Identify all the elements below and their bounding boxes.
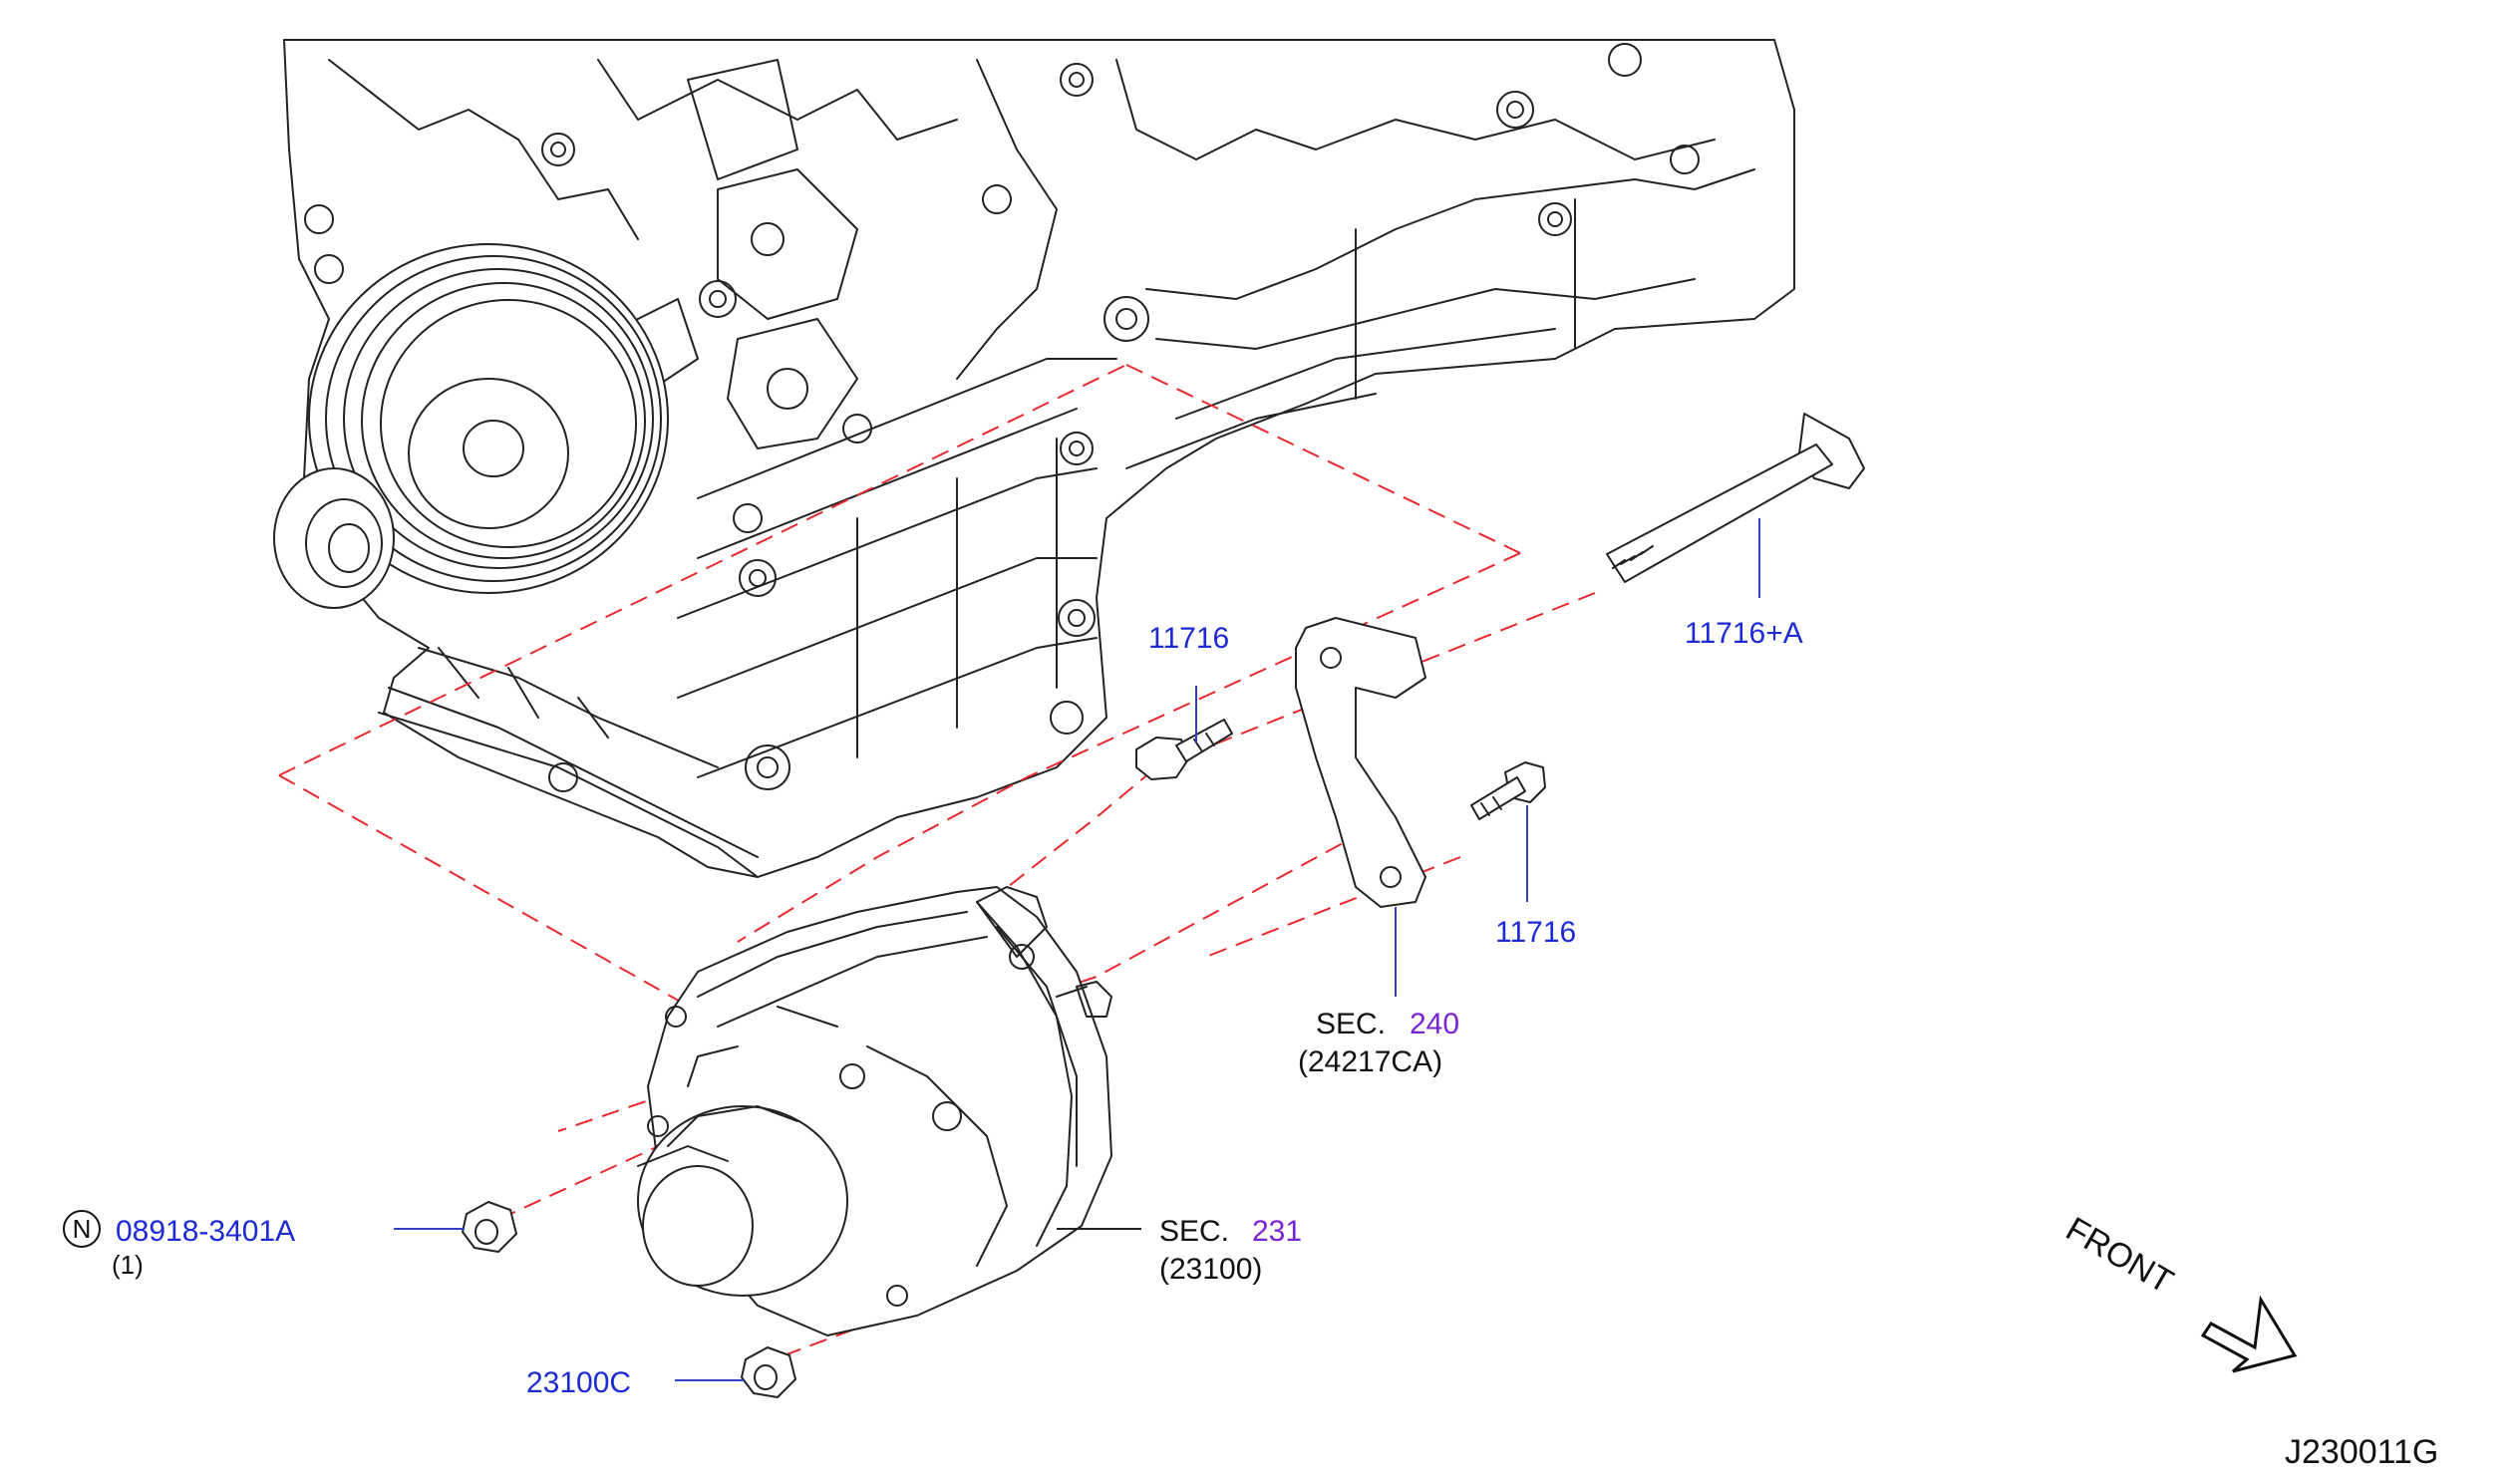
- label-nut-lower: 23100C: [526, 1366, 631, 1399]
- label-alternator-section: SEC. 231 (23100): [1159, 1215, 1302, 1286]
- sec-prefix-text: SEC.: [1316, 1008, 1386, 1040]
- sub-ref-text: (23100): [1159, 1253, 1262, 1286]
- front-arrow-icon: [2200, 1295, 2298, 1373]
- front-indicator: FRONT: [2059, 1210, 2298, 1373]
- sec-prefix-text: SEC.: [1159, 1215, 1229, 1248]
- alternator-drawing: [637, 886, 1112, 1336]
- sec-number-text: 240: [1410, 1008, 1459, 1040]
- front-label: FRONT: [2059, 1210, 2179, 1301]
- nut-upper-icon: [462, 1201, 517, 1253]
- label-bolt-lower: 11716: [1495, 916, 1576, 949]
- long-bolt-drawing: [1606, 413, 1865, 583]
- sub-ref-text: (24217CA): [1298, 1045, 1442, 1078]
- label-nut-upper: N 08918-3401A (1): [63, 1210, 295, 1280]
- label-bracket-section: SEC. 240 (24217CA): [1298, 1008, 1459, 1078]
- part-number-text: 11716+A: [1685, 617, 1803, 650]
- engine-block-drawing: [283, 39, 1795, 878]
- bolt-upper-icon: [1135, 719, 1233, 780]
- part-number-text: 11716: [1495, 916, 1576, 949]
- bolt-lower-icon: [1470, 761, 1546, 820]
- part-number-text: 23100C: [526, 1366, 631, 1399]
- leader-lines: [394, 518, 1760, 1381]
- diagram-code: J230011G: [2285, 1433, 2438, 1471]
- sec-number-text: 231: [1252, 1215, 1302, 1248]
- bracket-drawing: [1295, 617, 1426, 908]
- marker-circle-icon: [63, 1210, 101, 1248]
- marker-text: N: [73, 1214, 92, 1244]
- label-long-bolt: 11716+A: [1685, 617, 1803, 650]
- nut-lower-icon: [741, 1346, 796, 1398]
- label-bolt-upper: 11716: [1148, 622, 1229, 655]
- part-number-text: 08918-3401A: [116, 1215, 295, 1248]
- crank-pulley-drawing: [273, 243, 669, 609]
- quantity-text: (1): [112, 1250, 144, 1280]
- part-number-text: 11716: [1148, 622, 1229, 655]
